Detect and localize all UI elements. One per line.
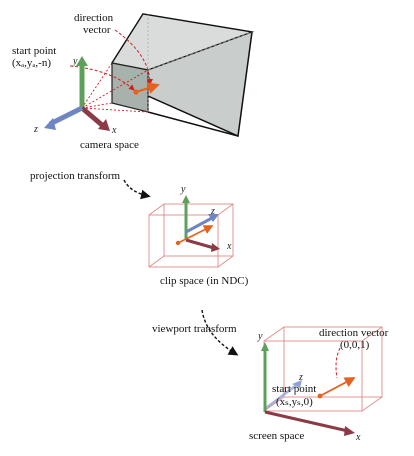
z-axis [185,216,213,234]
direction-label-line1: direction vector [319,327,389,339]
camera-space-panel: y x z direction vector start point (xₐ,y… [12,12,255,151]
x-axis-head [344,426,355,436]
y-axis-label: y [72,56,78,67]
direction-callout [335,347,341,379]
y-axis-label: y [257,331,263,342]
start-label-line1: start point [12,45,56,57]
x-axis-label: x [226,241,232,252]
screen-space-caption: screen space [249,430,304,442]
viewport-arrow [201,309,239,356]
direction-label-line2: vector [83,24,111,36]
direction-vector [177,225,214,244]
direction-callout [114,29,153,85]
start-label-line1: start point [272,383,316,395]
clip-space-panel: y z x clip space (in NDC) [148,184,249,287]
z-axis-label: z [33,124,38,135]
view-rays [81,62,149,113]
direction-vector [319,377,356,397]
y-axis-label: y [180,184,186,195]
viewport-transform-label: viewport transform [152,323,237,335]
z-axis-head [44,118,56,130]
x-axis [264,410,349,433]
z-axis-label: z [210,206,215,217]
x-axis [80,106,104,127]
x-axis-head [211,243,220,252]
clip-space-caption: clip space (in NDC) [160,275,249,287]
z-axis [48,105,84,127]
projection-arrow [123,179,151,200]
z-axis-label: z [298,372,303,383]
camera-space-caption: camera space [80,139,139,151]
z-axis-head [208,214,219,222]
y-axis-head [76,56,88,66]
ndc-cube [148,203,234,268]
start-callout [69,65,135,91]
z-axis-head [292,380,302,388]
screen-space-panel: y z x direction vector (0,0,1) start poi… [249,326,389,443]
x-axis-head [98,119,110,131]
direction-label-line2: (0,0,1) [340,339,370,351]
x-axis [185,238,215,250]
direction-label-line1: direction [74,12,114,24]
x-axis-label: x [355,432,361,443]
x-axis-label: x [111,125,117,136]
projection-transform-label: projection transform [30,170,121,182]
direction-vector [135,82,160,94]
start-label-line2: (xₐ,yₐ,-n) [12,57,51,69]
z-axis [265,383,299,409]
y-axis-head [261,342,269,351]
start-label-line2: (xₛ,yₛ,0) [276,396,313,408]
y-axis-head [182,195,190,203]
